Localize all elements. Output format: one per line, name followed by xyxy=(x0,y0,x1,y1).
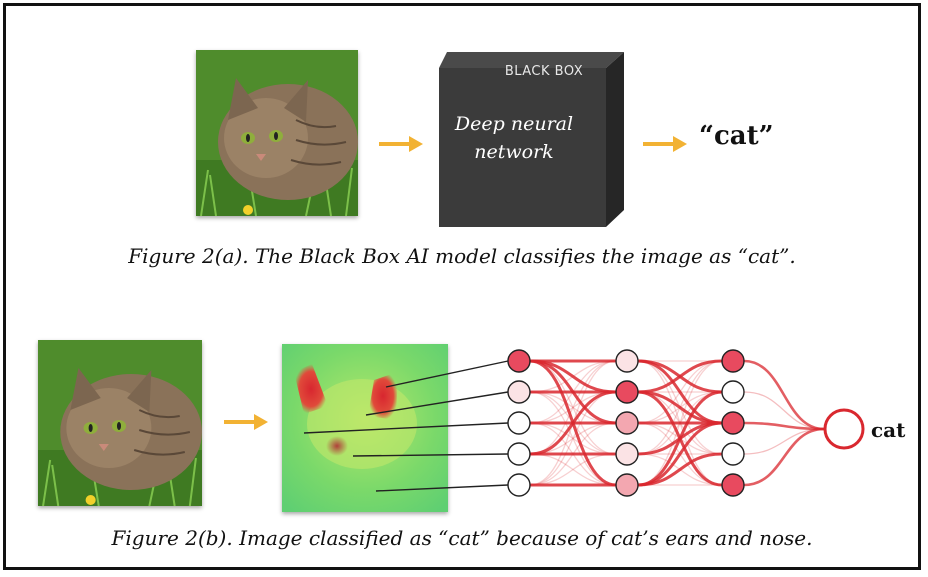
network-edge xyxy=(743,427,825,487)
network-edge xyxy=(743,428,825,455)
arrow-right-icon xyxy=(379,136,423,152)
neural-network-diagram xyxy=(303,349,865,497)
network-node xyxy=(721,411,745,435)
network-edge xyxy=(529,422,617,486)
output-node xyxy=(823,408,865,450)
network-node xyxy=(615,473,639,497)
arrow-right-icon xyxy=(643,136,687,152)
pointer-line xyxy=(375,484,509,492)
black-box-label-line2: network xyxy=(474,141,554,163)
output-label-cat: “cat” xyxy=(699,121,774,151)
network-node xyxy=(721,473,745,497)
network-node xyxy=(721,349,745,373)
cat-photo-bottom xyxy=(38,340,202,506)
network-node xyxy=(507,473,531,497)
network-edge xyxy=(743,359,825,431)
caption-figure-2b: Figure 2(b). Image classified as “cat” b… xyxy=(111,526,813,550)
network-node xyxy=(507,380,531,404)
network-node xyxy=(615,411,639,435)
figure-frame: BLACK BOX Deep neural network “cat” Figu… xyxy=(3,3,921,570)
network-edge xyxy=(529,391,617,486)
cat-photo-top xyxy=(196,50,358,216)
pointer-line xyxy=(303,422,509,434)
black-box-title: BLACK BOX xyxy=(504,64,584,79)
pointer-line xyxy=(365,391,509,416)
network-output-label: cat xyxy=(871,418,906,442)
arrow-right-icon xyxy=(224,414,268,430)
network-node xyxy=(507,442,531,466)
network-edge xyxy=(637,360,723,424)
pointer-line xyxy=(385,360,509,388)
network-edge xyxy=(529,391,617,486)
network-edge xyxy=(743,421,825,431)
network-edge xyxy=(637,452,723,487)
network-edge xyxy=(637,360,723,455)
network-edge xyxy=(637,359,723,394)
network-node xyxy=(615,442,639,466)
network-node xyxy=(721,380,745,404)
black-box-label-line1: Deep neural xyxy=(454,113,574,135)
network-edge xyxy=(529,390,617,456)
saliency-heatmap xyxy=(282,344,448,512)
network-node xyxy=(507,349,531,373)
caption-figure-2a: Figure 2(a). The Black Box AI model clas… xyxy=(128,244,796,268)
network-edge xyxy=(529,360,617,486)
black-box-cube xyxy=(439,52,624,227)
network-edge xyxy=(529,360,617,424)
black-box-label: Deep neural network xyxy=(439,110,589,166)
pointer-line xyxy=(352,453,509,457)
network-node xyxy=(507,411,531,435)
network-node xyxy=(615,380,639,404)
network-node xyxy=(615,349,639,373)
network-node xyxy=(721,442,745,466)
